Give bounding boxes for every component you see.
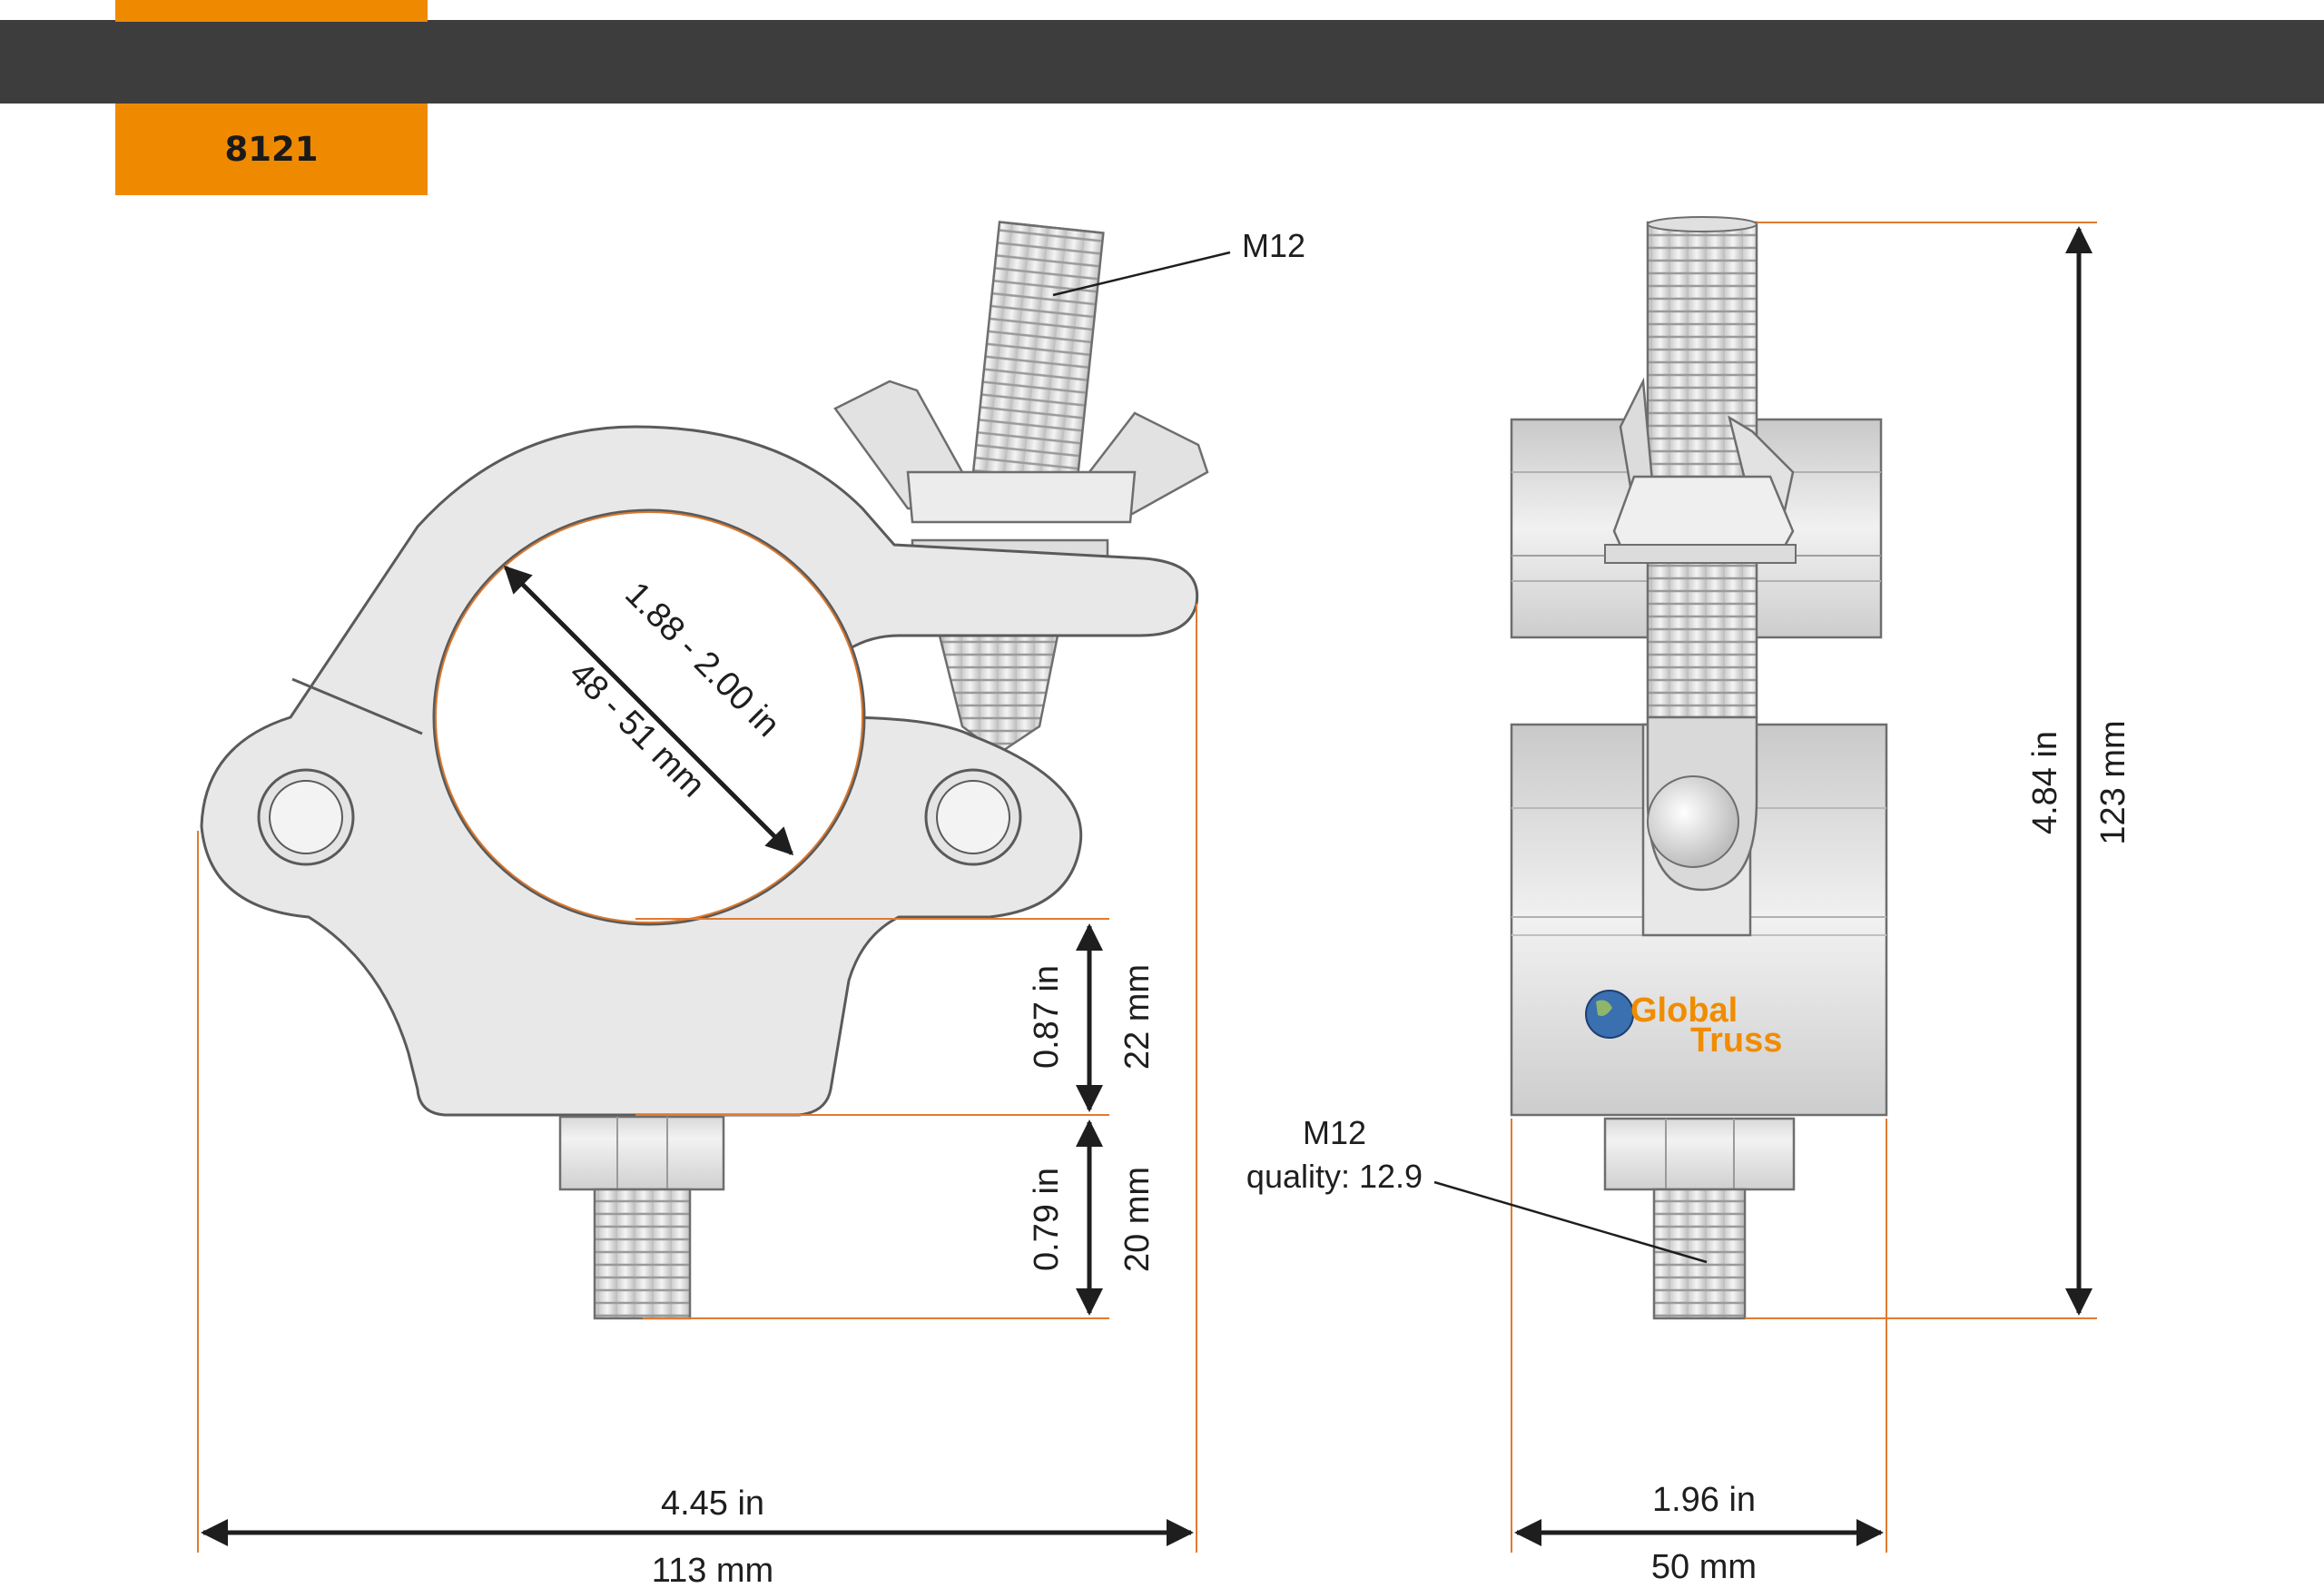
bottom-height-in-label: 0.87 in bbox=[1028, 965, 1066, 1069]
side-width-in-label: 4.45 in bbox=[661, 1484, 764, 1523]
bottom-bolt-front bbox=[1652, 1188, 1747, 1320]
wing-nut-front bbox=[1604, 377, 1797, 564]
header-bar bbox=[0, 20, 2324, 104]
bottom-bolt-side bbox=[593, 1188, 692, 1320]
thread-bottom-callout-line2: quality: 12.9 bbox=[1246, 1158, 1423, 1195]
right-pivot-pin bbox=[924, 768, 1022, 866]
logo-line1: Global bbox=[1630, 991, 1738, 1030]
thread-top-leader bbox=[1052, 251, 1231, 297]
front-width-in-label: 1.96 in bbox=[1652, 1481, 1756, 1519]
model-number: 8121 bbox=[224, 130, 319, 169]
thread-top-callout: M12 bbox=[1242, 227, 1305, 264]
left-pivot-pin bbox=[257, 768, 355, 866]
header-tab-top bbox=[115, 0, 428, 22]
front-dimension-lines bbox=[1511, 222, 2097, 1553]
jaw-seam bbox=[291, 677, 423, 735]
hex-nut-side bbox=[558, 1115, 725, 1191]
bolt-length-mm-label: 20 mm bbox=[1118, 1167, 1157, 1272]
hex-nut-front bbox=[1603, 1117, 1796, 1191]
total-height-in-label: 4.84 in bbox=[2026, 731, 2064, 834]
bottom-height-mm-label: 22 mm bbox=[1118, 964, 1157, 1070]
side-width-mm-label: 113 mm bbox=[652, 1552, 773, 1588]
total-height-mm-label: 123 mm bbox=[2094, 720, 2132, 844]
global-truss-logo: Global Truss bbox=[1585, 990, 1782, 1060]
globe-land bbox=[1596, 1000, 1612, 1016]
globe-icon bbox=[1585, 990, 1634, 1039]
thread-bottom-leader bbox=[1433, 1180, 1708, 1264]
top-bolt-side bbox=[970, 221, 1105, 506]
front-view: Global Truss bbox=[1510, 216, 1888, 1320]
bolt-length-in-label: 0.79 in bbox=[1028, 1168, 1066, 1271]
tube-diameter-arrow bbox=[503, 565, 794, 856]
side-dimension-lines bbox=[197, 604, 1197, 1553]
tube-outline bbox=[435, 511, 863, 923]
thread-bottom-callout-line1: M12 bbox=[1303, 1114, 1366, 1151]
model-tab: 8121 bbox=[115, 104, 428, 195]
front-width-mm-label: 50 mm bbox=[1651, 1548, 1757, 1586]
swivel-ball-front bbox=[1647, 775, 1739, 868]
threaded-rod-front bbox=[1646, 221, 1758, 719]
logo-line2: Truss bbox=[1690, 1021, 1782, 1060]
